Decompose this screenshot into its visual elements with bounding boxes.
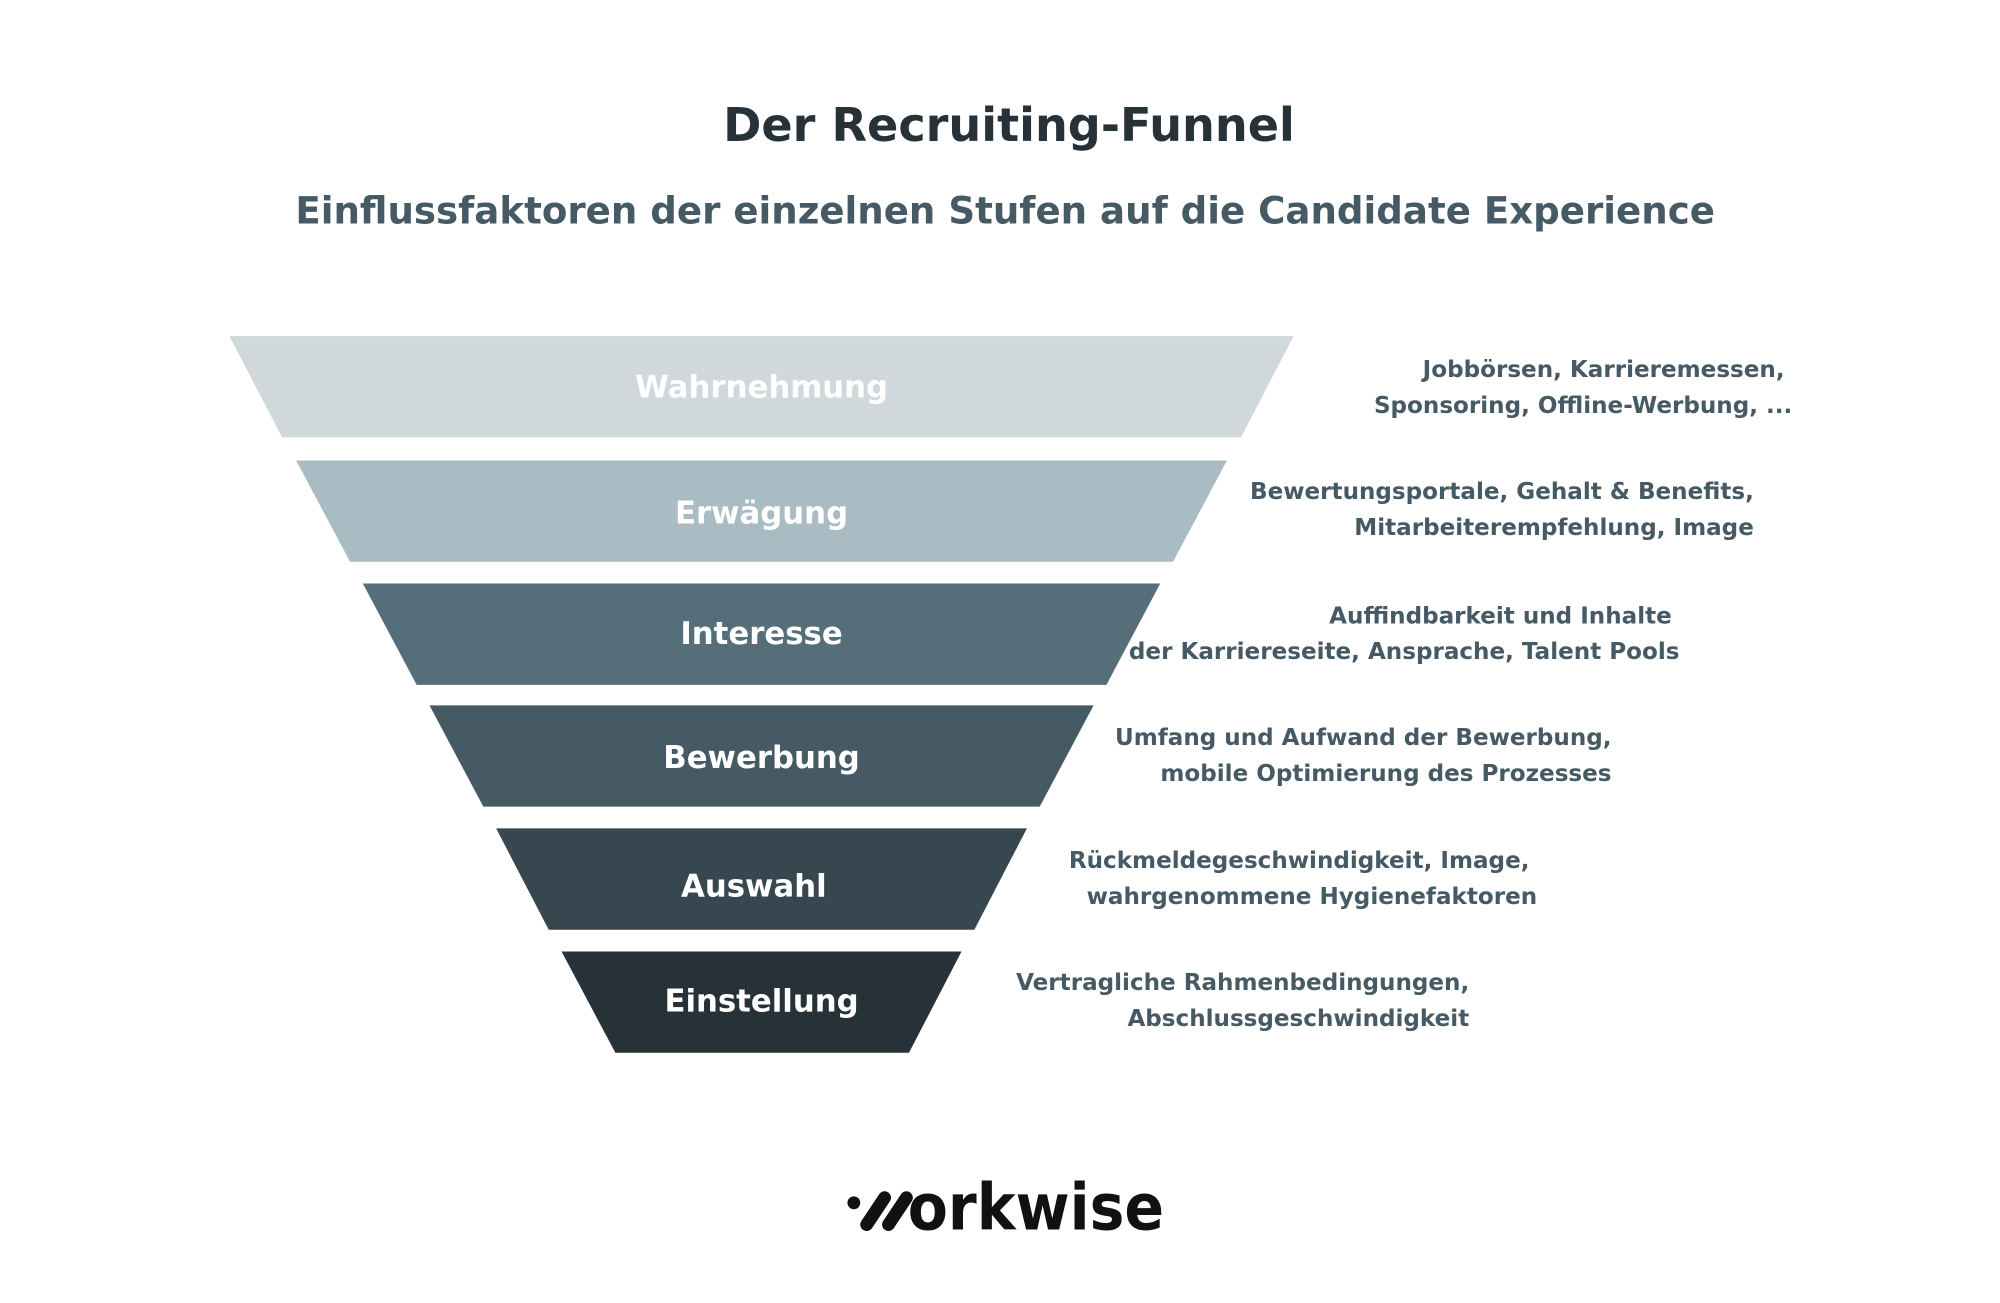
factor-text: Mitarbeiterempfehlung, Image bbox=[1354, 515, 1754, 541]
factor-text: Sponsoring, Offline-Werbung, ... bbox=[1374, 393, 1792, 419]
factor-text: Auffindbarkeit und Inhalte bbox=[1329, 603, 1672, 629]
stage-label: Wahrnehmung bbox=[635, 370, 888, 406]
stage-label: Auswahl bbox=[681, 868, 827, 904]
factor-text: Umfang und Aufwand der Bewerbung, bbox=[1115, 725, 1612, 751]
factor-text: mobile Optimierung des Prozesses bbox=[1160, 761, 1611, 787]
funnel-stage-1 bbox=[229, 336, 1294, 438]
funnel: Wahrnehmung Erwägung Interesse Bewerbung… bbox=[229, 336, 1294, 1053]
factor-text: wahrgenommene Hygienefaktoren bbox=[1087, 884, 1538, 910]
factor-text: Vertragliche Rahmenbedingungen, bbox=[1016, 970, 1469, 996]
funnel-stage-4 bbox=[429, 705, 1094, 807]
funnel-stage-2 bbox=[296, 460, 1227, 562]
factor-text: Bewertungsportale, Gehalt & Benefits, bbox=[1250, 479, 1754, 505]
factor-text: Abschlussgeschwindigkeit bbox=[1127, 1006, 1469, 1032]
funnel-stage-6 bbox=[561, 951, 962, 1053]
svg-text:orkwise: orkwise bbox=[908, 1172, 1164, 1246]
stage-label: Interesse bbox=[680, 616, 842, 652]
stage-factors: Jobbörsen, Karrieremessen, Sponsoring, O… bbox=[1016, 357, 1792, 1032]
funnel-stage-5 bbox=[496, 828, 1027, 930]
diagram-title: Der Recruiting-Funnel bbox=[723, 98, 1295, 152]
stage-label: Bewerbung bbox=[663, 740, 860, 776]
factor-text: Rückmeldegeschwindigkeit, Image, bbox=[1069, 848, 1530, 874]
stage-label: Erwägung bbox=[675, 495, 848, 531]
stage-label: Einstellung bbox=[664, 984, 858, 1020]
funnel-stage-3 bbox=[362, 583, 1161, 685]
diagram-subtitle: Einflussfaktoren der einzelnen Stufen au… bbox=[295, 188, 1715, 232]
workwise-logo: orkwise bbox=[847, 1172, 1164, 1246]
factor-text: der Karriereseite, Ansprache, Talent Poo… bbox=[1129, 639, 1680, 665]
factor-text: Jobbörsen, Karrieremessen, bbox=[1421, 357, 1785, 383]
